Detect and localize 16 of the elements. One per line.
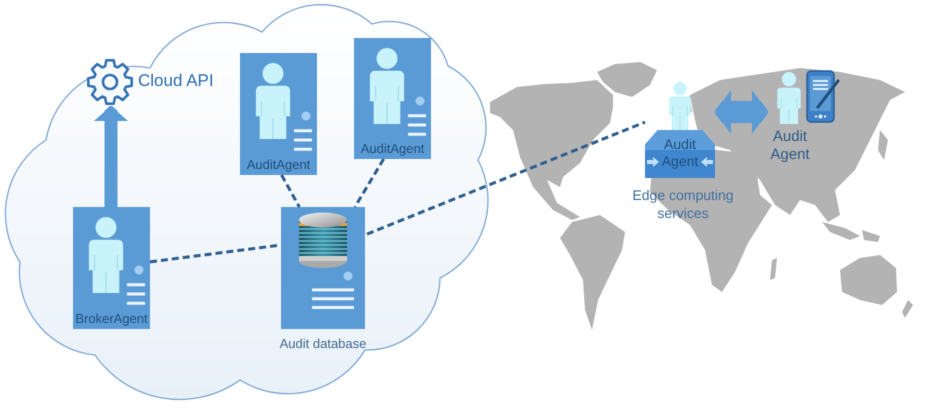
agent-label: Audit Agent [769, 128, 811, 164]
agent-label: AuditAgent [246, 157, 310, 173]
agent-card [73, 207, 150, 329]
edge-agent-label: Audit Agent [660, 136, 700, 170]
agent-label: AuditAgent [360, 141, 424, 157]
api-label: Cloud API [138, 70, 214, 92]
thick-double-arrow [715, 90, 768, 134]
dashed-connector [354, 158, 385, 208]
dashed-connector [366, 120, 646, 236]
dashed-connector [150, 244, 280, 264]
dashed-connector [280, 174, 301, 208]
agent-card [240, 53, 317, 175]
agent-label: BrokerAgent [75, 311, 148, 327]
agent-card [354, 38, 431, 159]
thick-arrow [94, 106, 128, 207]
database-label: Audit database [280, 335, 366, 352]
